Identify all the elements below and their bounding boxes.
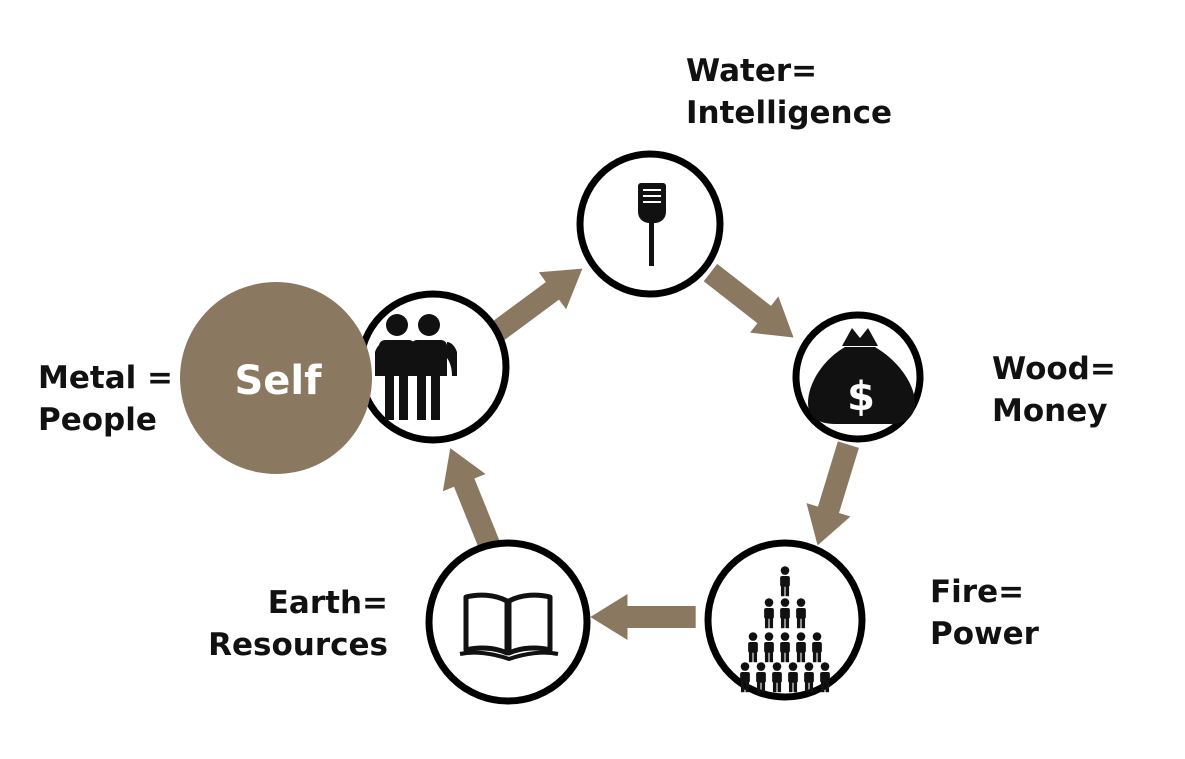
wood-node: $ — [792, 311, 924, 443]
money-bag-icon: $ — [808, 328, 915, 424]
metal-node — [356, 290, 510, 444]
fire-label-line1: Fire= — [930, 574, 1025, 610]
earth-label-line1: Earth= — [267, 585, 388, 621]
water-node — [576, 150, 724, 298]
wood-label-line1: Wood= — [992, 351, 1116, 387]
fire-node — [704, 539, 866, 701]
microphone-icon — [638, 183, 666, 266]
earth-node — [425, 539, 591, 705]
arrow-fire-to-earth — [590, 594, 696, 640]
arrow-wood-to-fire — [806, 441, 859, 546]
fire-label-line2: Power — [930, 616, 1039, 652]
water-label: Water= Intelligence — [686, 50, 892, 134]
arrow-metal-to-water — [491, 268, 583, 341]
self-label: Self — [234, 358, 322, 404]
water-label-line2: Intelligence — [686, 95, 893, 131]
metal-label-line2: People — [38, 402, 157, 438]
cycle-arrows — [442, 263, 859, 640]
wood-label-line2: Money — [992, 393, 1108, 429]
earth-label: Earth= Resources — [200, 582, 388, 666]
two-people-icon — [375, 314, 457, 420]
metal-label-line1: Metal = — [38, 360, 174, 396]
arrow-water-to-wood — [703, 263, 794, 338]
metal-label: Metal = People — [38, 357, 173, 441]
self-circle: Self — [180, 282, 372, 474]
arrow-earth-to-metal — [442, 448, 500, 550]
earth-label-line2: Resources — [208, 627, 388, 663]
fire-label: Fire= Power — [930, 571, 1039, 655]
wood-label: Wood= Money — [992, 348, 1116, 432]
water-label-line1: Water= — [686, 53, 818, 89]
dollar-symbol: $ — [847, 374, 875, 420]
open-book-icon — [459, 592, 559, 661]
